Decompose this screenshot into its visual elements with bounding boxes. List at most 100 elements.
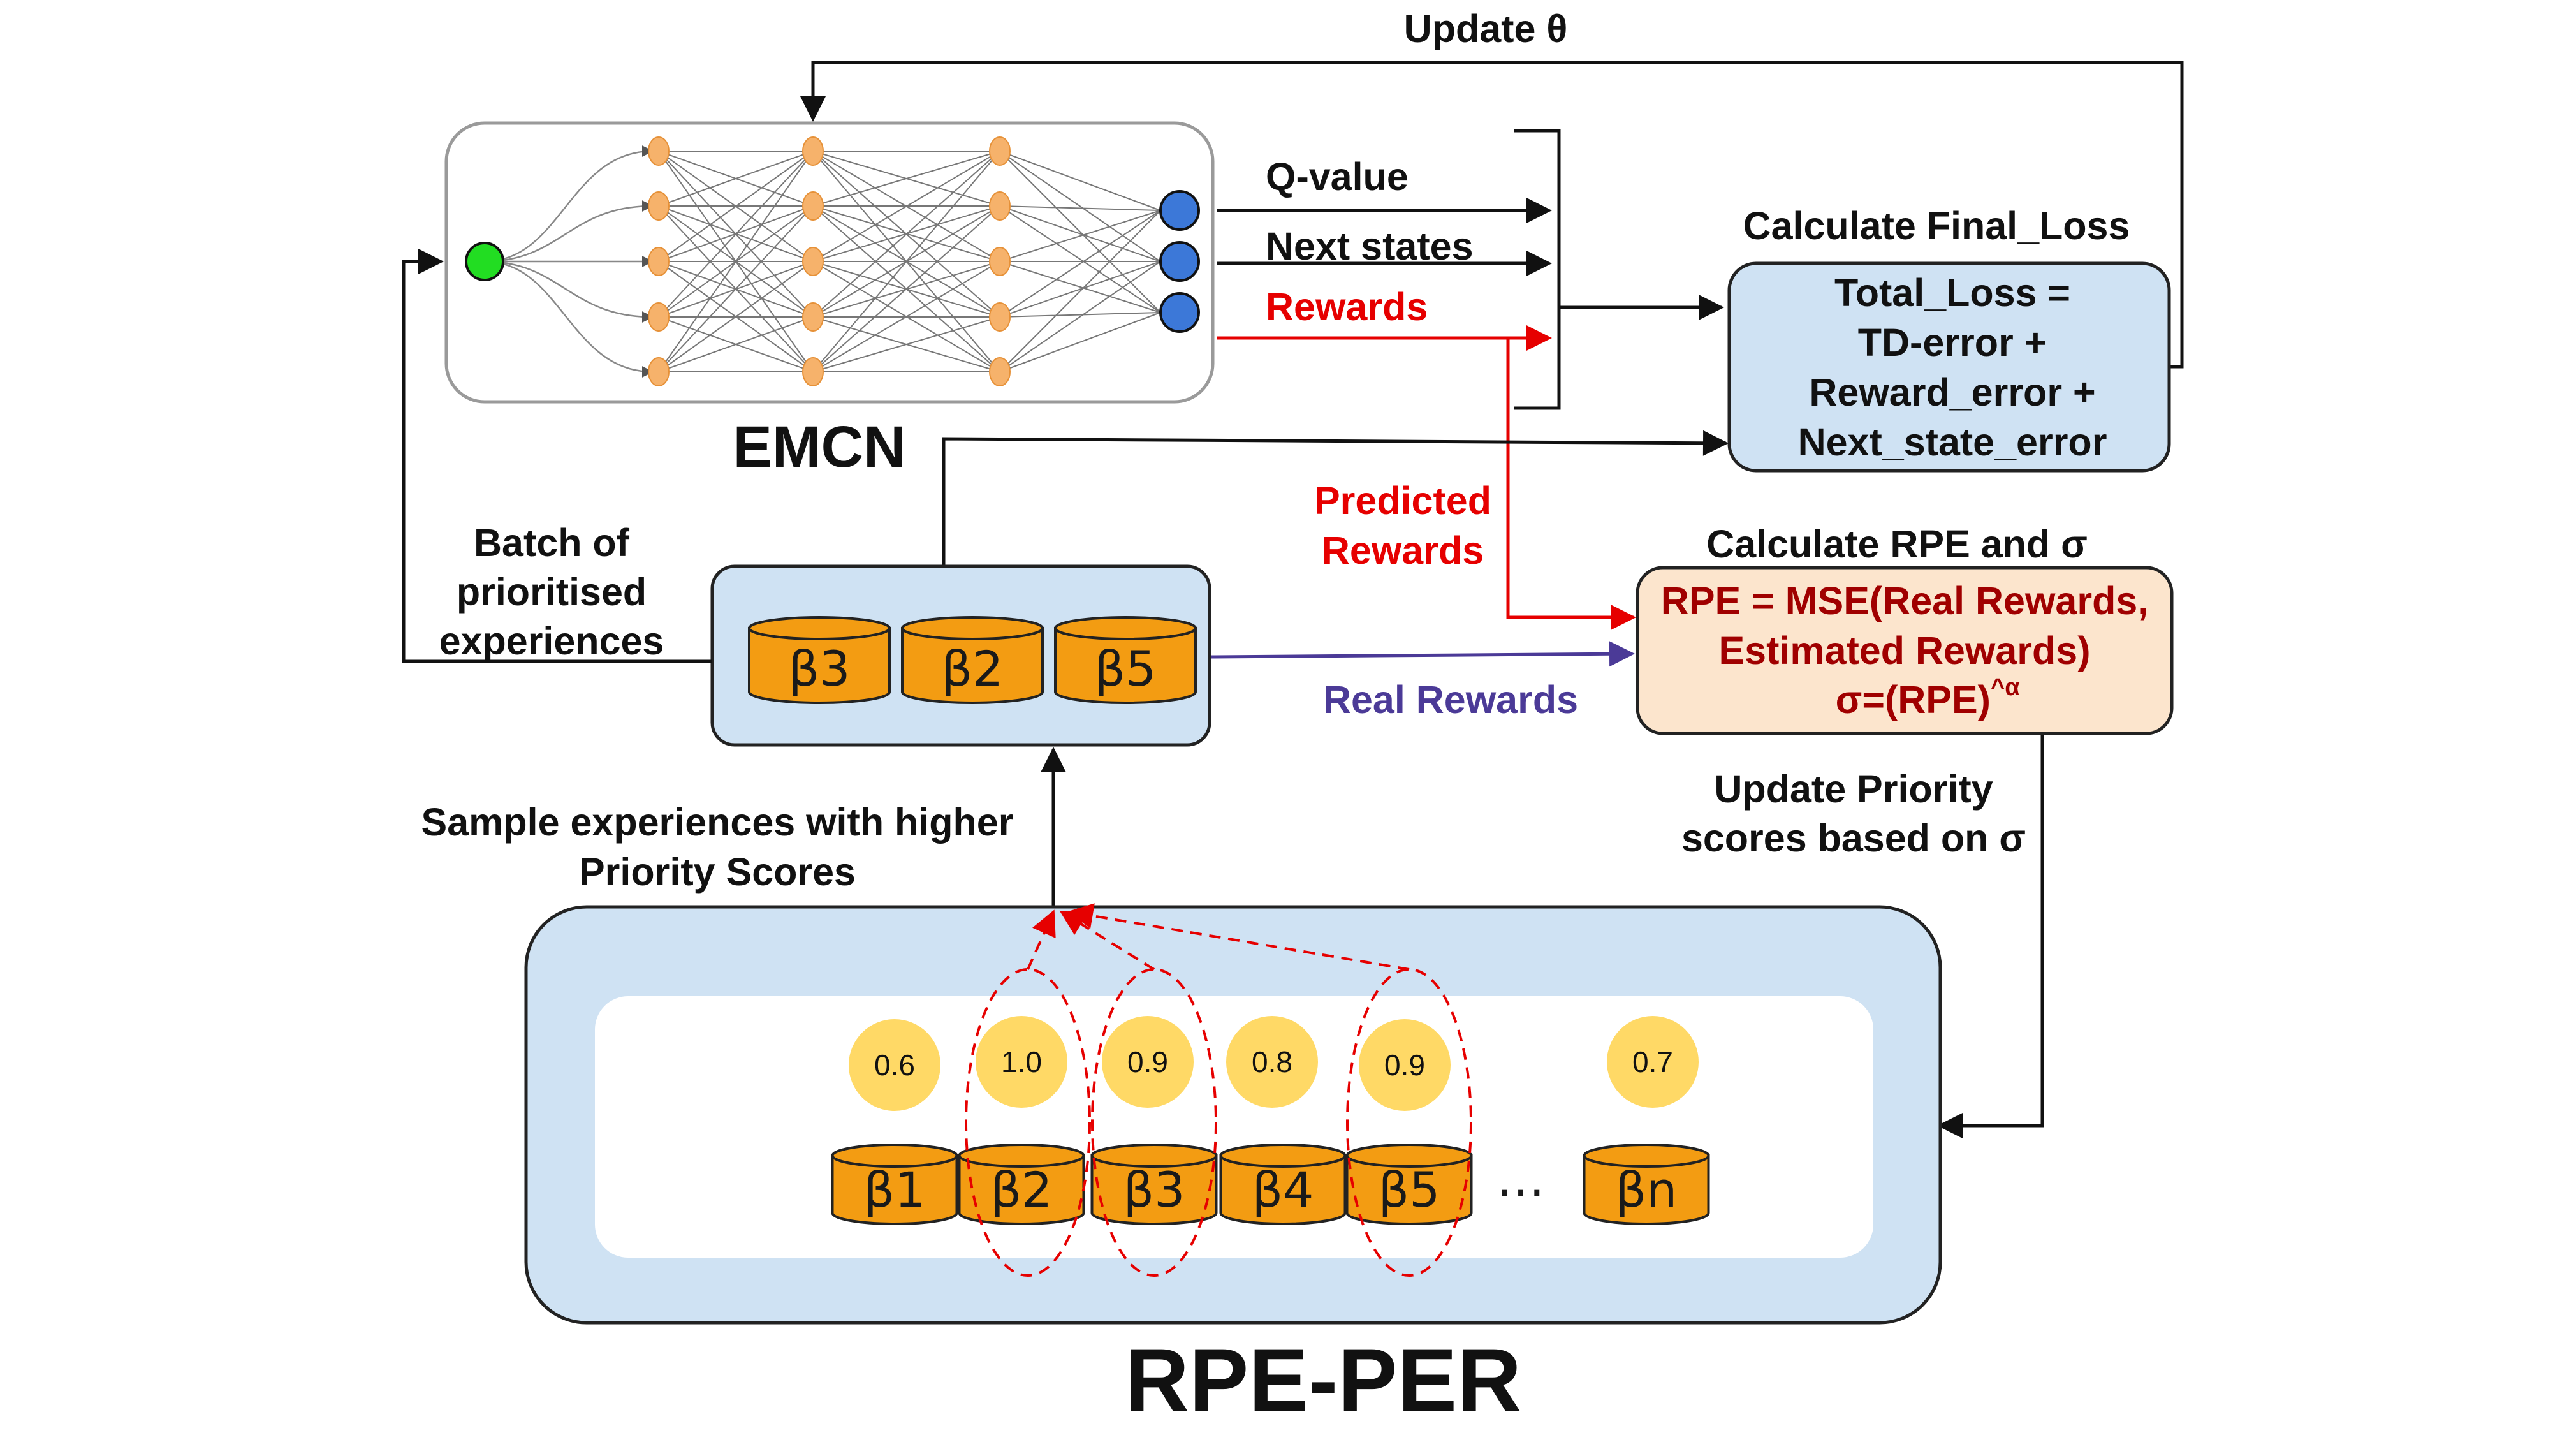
hidden-node (802, 247, 824, 276)
rpe-per-title: RPE-PER (1125, 1330, 1521, 1430)
network-edge (658, 151, 814, 262)
network-edge (999, 312, 1161, 372)
buffer-ellipsis: … (1497, 1151, 1545, 1207)
cylinder-top (1345, 1144, 1473, 1168)
selection-highlights (965, 903, 1472, 1277)
network-edge (484, 200, 654, 263)
real-rewards-label: Real Rewards (1323, 678, 1578, 721)
input-node (465, 242, 504, 281)
network-edge (812, 151, 1000, 372)
hidden-node (989, 247, 1011, 276)
update-priority-label-1: Update Priority (1714, 767, 1993, 811)
batch-experience: β5 (1054, 616, 1197, 704)
buffer-experience: β1 (831, 1144, 958, 1225)
network-edge (999, 312, 1161, 318)
network-edge (999, 151, 1161, 211)
buffer-experience: β4 (1219, 1144, 1347, 1225)
network-edge (999, 205, 1161, 262)
buffer-experience: βn (1583, 1144, 1710, 1225)
total-loss-line-3: Reward_error + (1809, 371, 2095, 414)
cylinder-top (1054, 616, 1197, 640)
calc-final-loss-title: Calculate Final_Loss (1743, 204, 2130, 247)
network-edge (484, 145, 654, 263)
network-edge (812, 261, 1000, 372)
cylinder-top (1090, 1144, 1218, 1168)
batch-to-emcn-arrow (402, 249, 712, 663)
next-states-label: Next states (1266, 224, 1474, 268)
priority-score-value: 0.8 (1252, 1045, 1292, 1078)
outputs-bracket (1514, 129, 1561, 410)
network-edge (999, 205, 1161, 313)
cylinder-label: β5 (1095, 640, 1157, 697)
cylinder-top (1583, 1144, 1710, 1168)
priority-score-circle (1359, 1019, 1451, 1111)
network-edge (812, 205, 1000, 372)
predicted-rewards-label-2: Rewards (1322, 529, 1484, 572)
network-edge (658, 151, 814, 318)
selected-beta5-ellipse (1346, 968, 1472, 1277)
hidden-node (802, 302, 824, 332)
network-edge (999, 261, 1161, 313)
cylinder-body (958, 1154, 1085, 1225)
predicted-rewards-label-1: Predicted (1314, 479, 1491, 522)
sample-label-2: Priority Scores (579, 850, 856, 894)
batch-label-1: Batch of (474, 521, 630, 564)
update-theta-label: Update θ (1404, 7, 1568, 50)
cylinder-body (1219, 1154, 1347, 1225)
output-node (1159, 190, 1200, 231)
hidden-node (648, 136, 670, 166)
selected-beta3-ellipse (1091, 968, 1217, 1277)
cylinder-label: β5 (1379, 1161, 1440, 1218)
priority-score-circle (1226, 1016, 1318, 1108)
hidden-node (802, 191, 824, 221)
update-priority-label-2: scores based on σ (1681, 816, 2026, 860)
update-priority-arrow (1937, 735, 2044, 1138)
network-edge (658, 316, 814, 372)
priority-score-value: 0.9 (1384, 1048, 1425, 1082)
cylinder-body (901, 627, 1044, 704)
total-loss-box (1727, 261, 2171, 473)
cylinder-label: β4 (1252, 1161, 1314, 1218)
hidden-node (989, 302, 1011, 332)
batch-experience: β2 (901, 616, 1044, 704)
cylinder-top (748, 616, 891, 640)
hidden-node (648, 302, 670, 332)
cylinder-top (958, 1144, 1085, 1168)
network-connections (484, 145, 1161, 378)
priority-score-circle (976, 1016, 1067, 1108)
buffer-experience: β3 (1090, 1144, 1218, 1225)
sigma-formula: σ=(RPE) (1836, 678, 1991, 721)
total-loss-line-4: Next_state_error (1798, 420, 2107, 464)
network-edge (999, 205, 1161, 211)
priority-score-circle (1102, 1016, 1194, 1108)
cylinder-body (748, 627, 891, 704)
cylinder-label: β3 (1123, 1161, 1185, 1218)
q-value-label: Q-value (1266, 155, 1409, 198)
sample-beta2-arrow (1027, 909, 1056, 970)
network-edge (999, 261, 1161, 318)
network-edge (812, 151, 1000, 207)
hidden-node (989, 191, 1011, 221)
rewards-label: Rewards (1266, 285, 1428, 328)
cylinder-top (831, 1144, 958, 1168)
network-edge (812, 151, 1000, 318)
cylinder-label: β3 (789, 640, 851, 697)
cylinder-top (901, 616, 1044, 640)
batch-experiences: β3 β2 β5 (748, 616, 1197, 704)
cylinder-label: βn (1616, 1161, 1678, 1218)
hidden-node (648, 247, 670, 276)
cylinder-label: β2 (942, 640, 1004, 697)
hidden-node (802, 357, 824, 386)
network-edge (999, 210, 1161, 372)
hidden-node (648, 191, 670, 221)
buffer-experience: β5 (1345, 1144, 1473, 1225)
priority-score-value: 0.6 (874, 1048, 915, 1082)
buffer-experience: β2 (958, 1144, 1085, 1225)
total-loss-line-2: TD-error + (1858, 321, 2047, 364)
batch-label-2: prioritised (457, 570, 647, 614)
emcn-panel (444, 121, 1215, 404)
hidden-node (989, 357, 1011, 386)
